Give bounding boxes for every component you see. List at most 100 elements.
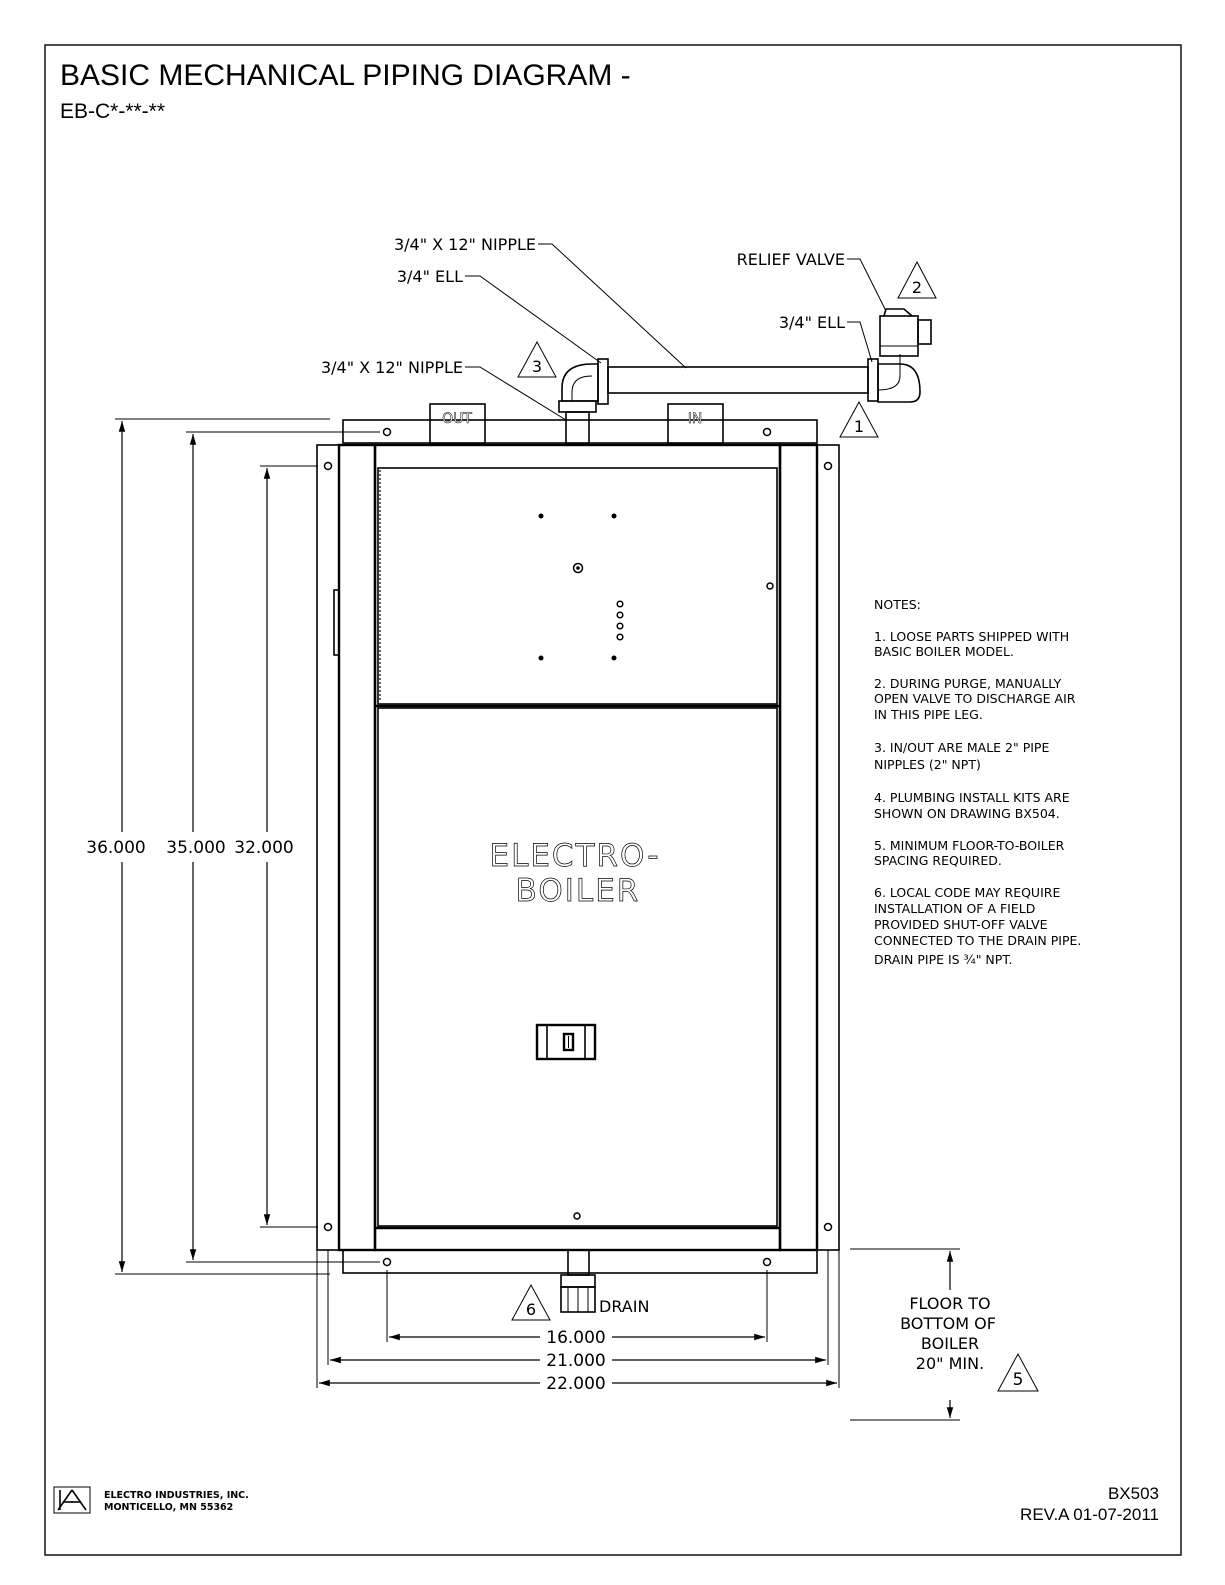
note-marker-3: 3: [517, 340, 557, 378]
note-6-line: 6. LOCAL CODE MAY REQUIRE: [874, 885, 1060, 900]
vertical-dimensions: 36.000 35.000 32.000: [86, 418, 380, 1275]
note-marker-2: 2: [897, 260, 937, 299]
drawing-border: [44, 44, 1182, 1556]
lower-element-panel: [377, 707, 778, 1227]
dimension-width-holes: 16.000: [546, 1328, 605, 1348]
note-2-line: OPEN VALVE TO DISCHARGE AIR: [874, 691, 1076, 706]
note-5-line: SPACING REQUIRED.: [874, 853, 1002, 868]
dimension-width-overall: 22.000: [546, 1374, 605, 1394]
callout-top-nipple: 3/4" X 12" NIPPLE: [394, 235, 536, 254]
right-mounting-flange: [816, 444, 840, 1251]
boiler-unit: ELECTRO- BOILER: [316, 419, 840, 1274]
notes-block: NOTES: 1. LOOSE PARTS SHIPPED WITH BASIC…: [874, 597, 1081, 967]
note-5-line: 5. MINIMUM FLOOR-TO-BOILER: [874, 838, 1065, 853]
horizontal-dimensions: 16.000 21.000 22.000: [316, 1250, 840, 1394]
note-6-line: DRAIN PIPE IS ¾" NPT.: [874, 952, 1012, 967]
relief-valve-body: [879, 315, 919, 357]
side-latch: [333, 589, 340, 656]
callout-left-ell: 3/4" ELL: [397, 267, 463, 286]
panel-latch-hole: [766, 582, 774, 590]
inlet-port-label: IN: [688, 411, 703, 427]
note-1-line: BASIC BOILER MODEL.: [874, 644, 1014, 659]
outlet-port-label: OUT: [442, 411, 472, 427]
drawing-title: BASIC MECHANICAL PIPING DIAGRAM -: [60, 59, 631, 92]
left-mounting-flange: [316, 444, 340, 1251]
note-4-line: SHOWN ON DRAWING BX504.: [874, 806, 1060, 821]
pressure-gauge-icon: [576, 566, 580, 570]
note-marker-6: 6: [511, 1283, 551, 1321]
left-elbow: [561, 363, 599, 402]
mounting-hole: [823, 461, 833, 471]
bottom-mounting-rail: [342, 1249, 818, 1274]
dimension-height-inner: 32.000: [234, 838, 293, 858]
panel-screw: [538, 655, 544, 661]
dimension-height-mid: 35.000: [166, 838, 225, 858]
boiler-label-line-2: BOILER: [516, 873, 641, 909]
inlet-port: IN: [667, 403, 724, 445]
dimension-height-overall: 36.000: [86, 838, 145, 858]
note-2-line: 2. DURING PURGE, MANUALLY: [874, 676, 1062, 691]
left-side-post: [337, 443, 377, 1252]
top-mounting-rail: [342, 419, 818, 444]
note-4-line: 4. PLUMBING INSTALL KITS ARE: [874, 790, 1070, 805]
drain-fitting: [560, 1249, 596, 1313]
svg-text:2: 2: [912, 278, 922, 297]
relief-valve-cap: [883, 308, 913, 317]
callout-relief-valve: RELIEF VALVE: [737, 250, 845, 269]
drawing-number: BX503: [1108, 1484, 1159, 1503]
right-elbow: [877, 363, 921, 403]
relief-piping-assembly: [558, 308, 932, 445]
indicator-light-icon: [616, 633, 624, 641]
company-address: MONTICELLO, MN 55362: [104, 1502, 233, 1513]
horizontal-nipple: [607, 366, 869, 394]
panel-screw: [538, 513, 544, 519]
mounting-hole: [382, 1257, 392, 1267]
right-side-post: [778, 443, 819, 1252]
boiler-label-line-1: ELECTRO-: [489, 838, 660, 874]
floor-spacing-line-2: BOTTOM OF: [900, 1314, 996, 1333]
mounting-hole: [762, 1257, 772, 1267]
left-elbow-flange: [597, 358, 609, 405]
svg-text:3: 3: [532, 357, 542, 376]
right-elbow-flange: [867, 358, 879, 402]
note-2-line: IN THIS PIPE LEG.: [874, 707, 983, 722]
company-logo-icon: [53, 1486, 91, 1514]
note-3-line: 3. IN/OUT ARE MALE 2" PIPE: [874, 740, 1049, 755]
vertical-nipple: [565, 411, 590, 445]
mounting-hole: [762, 427, 772, 437]
callout-right-ell: 3/4" ELL: [779, 313, 845, 332]
floor-spacing-line-1: FLOOR TO: [909, 1294, 990, 1313]
indicator-light-icon: [616, 622, 624, 630]
panel-screw: [611, 513, 617, 519]
svg-text:5: 5: [1013, 1370, 1024, 1390]
note-6-line: PROVIDED SHUT-OFF VALVE: [874, 917, 1048, 932]
revision-date: REV.A 01-07-2011: [1020, 1505, 1159, 1524]
outlet-port: OUT: [429, 403, 486, 445]
note-1-line: 1. LOOSE PARTS SHIPPED WITH: [874, 629, 1069, 644]
mounting-hole: [382, 427, 392, 437]
note-marker-1: 1: [839, 400, 879, 438]
relief-valve-outlet: [917, 319, 932, 345]
note-3-line: NIPPLES (2" NPT): [874, 757, 981, 772]
floor-spacing-line-4: 20" MIN.: [916, 1354, 984, 1373]
indicator-light-icon: [616, 600, 624, 608]
mounting-hole: [323, 1222, 333, 1232]
notes-heading: NOTES:: [874, 597, 921, 612]
svg-text:1: 1: [854, 417, 864, 436]
note-6-line: CONNECTED TO THE DRAIN PIPE.: [874, 933, 1081, 948]
callouts: 3/4" X 12" NIPPLE 3/4" ELL 3/4" X 12" NI…: [321, 235, 887, 1316]
indicator-light-icon: [616, 611, 624, 619]
note-6-line: INSTALLATION OF A FIELD: [874, 901, 1035, 916]
panel-screw: [611, 655, 617, 661]
dimension-width-mid: 21.000: [546, 1351, 605, 1371]
floor-spacing-dimension: FLOOR TO BOTTOM OF BOILER 20" MIN.: [850, 1248, 996, 1421]
callout-drain: DRAIN: [599, 1297, 649, 1316]
vertical-nipple-collar: [558, 400, 597, 413]
panel-latch-hole: [573, 1212, 581, 1220]
disconnect-switch-icon: [535, 1023, 597, 1061]
callout-vertical-nipple: 3/4" X 12" NIPPLE: [321, 358, 463, 377]
svg-text:6: 6: [526, 1300, 536, 1319]
mounting-hole: [323, 461, 333, 471]
upper-control-panel: [377, 467, 778, 705]
